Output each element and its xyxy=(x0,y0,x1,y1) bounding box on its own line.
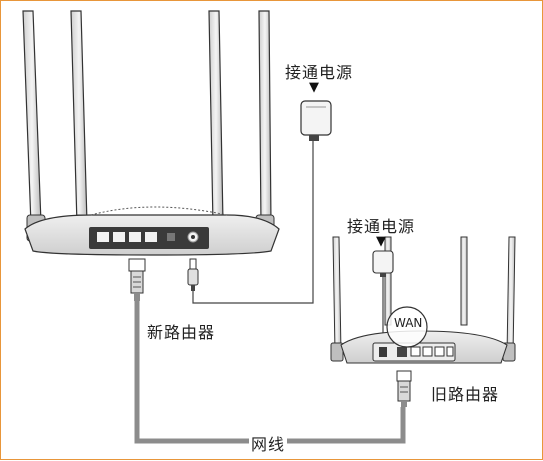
cable-label: 网线 xyxy=(249,431,288,455)
new-router-ports xyxy=(97,231,199,243)
new-router-label: 新路由器 xyxy=(147,323,216,342)
wan-port-label: WAN xyxy=(394,316,423,330)
power-label-bottom: 接通电源 xyxy=(347,217,416,236)
wan-callout xyxy=(386,306,428,348)
arrow-down-icon: ▼ xyxy=(309,80,319,95)
power-label-top: 接通电源 xyxy=(285,63,354,82)
old-router-ports xyxy=(379,346,454,357)
new-router-antennas xyxy=(22,10,275,242)
arrow-down-icon: ▼ xyxy=(376,234,386,249)
power-cable-new xyxy=(192,141,314,304)
rj45-plug-old xyxy=(396,370,412,407)
old-router-label: 旧路由器 xyxy=(431,385,500,404)
old-router xyxy=(330,236,516,364)
new-router xyxy=(22,10,280,256)
power-adapter-icon xyxy=(300,100,332,141)
power-adapter-icon xyxy=(372,250,394,277)
rj45-plug-new xyxy=(128,258,146,301)
dc-plug-new xyxy=(187,258,199,291)
